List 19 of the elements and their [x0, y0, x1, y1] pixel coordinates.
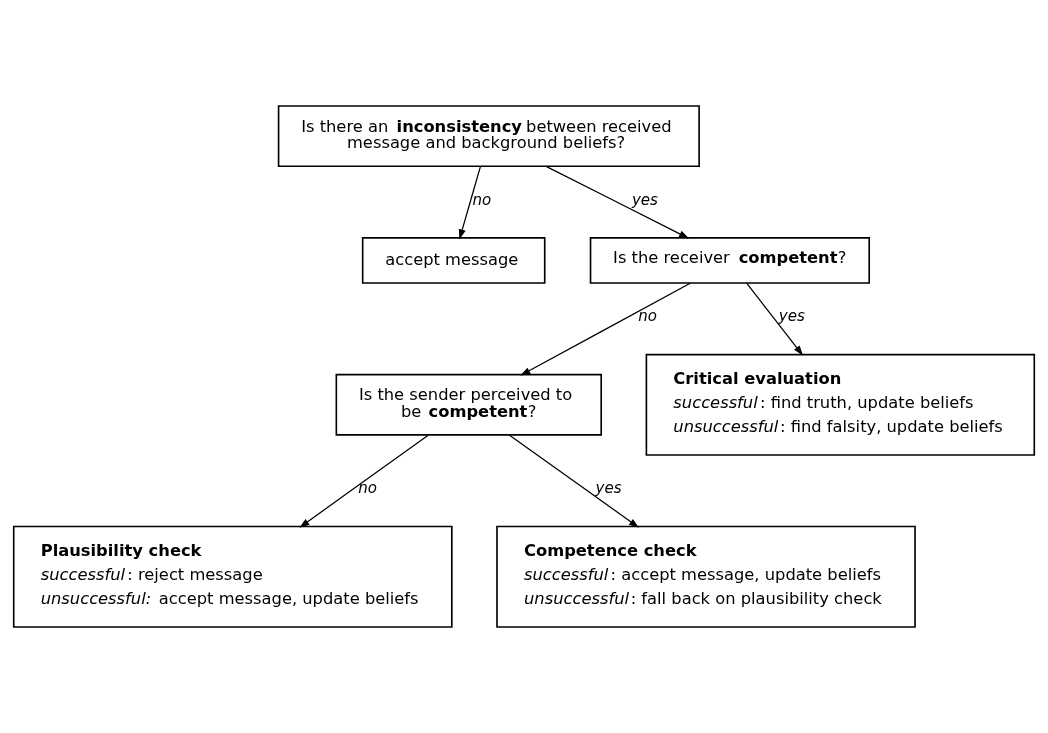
edge-label: yes — [778, 307, 805, 326]
arrow — [746, 282, 803, 356]
arrow — [520, 282, 691, 376]
arrow — [508, 434, 640, 528]
node-box: Critical evaluation successful: find truth, update beliefs unsuccessful: find falsity, update beliefs — [645, 353, 1036, 456]
node-box: Is the sender perceived to be competent? — [335, 373, 602, 436]
edge-label: yes — [595, 479, 622, 498]
edge-label: no — [358, 479, 378, 498]
arrow — [545, 165, 690, 239]
node-box: Is the receiver competent? — [589, 237, 871, 284]
edge-label: no — [472, 190, 492, 209]
arrow — [299, 434, 429, 528]
node-box: Competence check successful: accept message, update beliefs unsuccessful: fall back on plausibility check — [496, 525, 916, 628]
arrow — [458, 166, 481, 240]
edge-label: yes — [631, 190, 658, 209]
node-box: Plausibility check successful: reject message unsuccessful: accept message, update beliefs — [12, 525, 453, 628]
node-box: accept message — [361, 237, 546, 284]
node-box: Is there an inconsistency between received message and background beliefs? — [277, 105, 700, 168]
edge-label: no — [638, 307, 657, 326]
